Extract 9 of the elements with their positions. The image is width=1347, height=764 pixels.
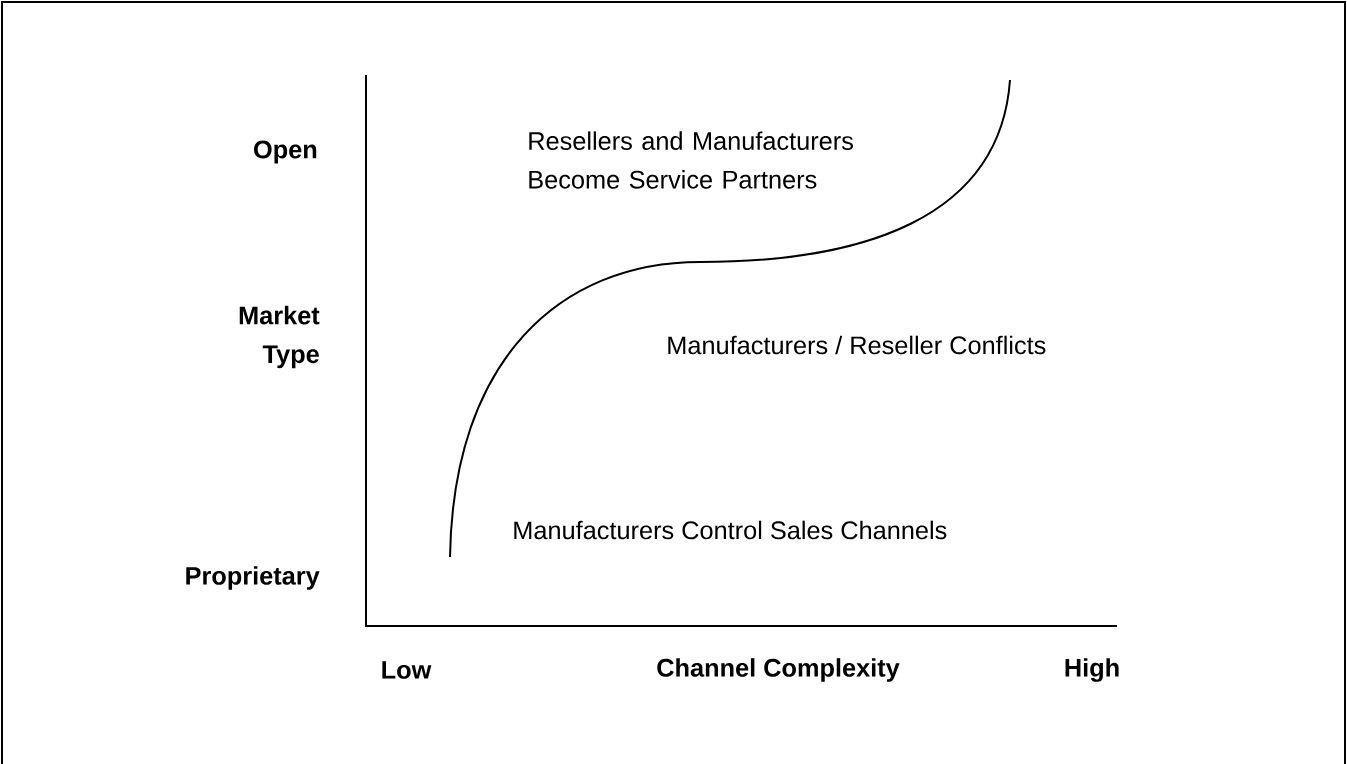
axis-label: High <box>1065 658 1119 682</box>
axis-label: Market Type <box>239 305 320 369</box>
axis-label: Low <box>382 661 432 679</box>
region-label: Manufacturers / Reseller Conflicts <box>668 335 1046 355</box>
axis-title: Channel Complexity <box>657 658 900 682</box>
axis-label: Open <box>254 140 317 164</box>
region-label: Manufacturers Control Sales Channels <box>514 520 947 540</box>
region-label: Resellers and Manufacturers Become Service Partners <box>529 131 853 189</box>
axis-label: Proprietary <box>186 566 320 590</box>
